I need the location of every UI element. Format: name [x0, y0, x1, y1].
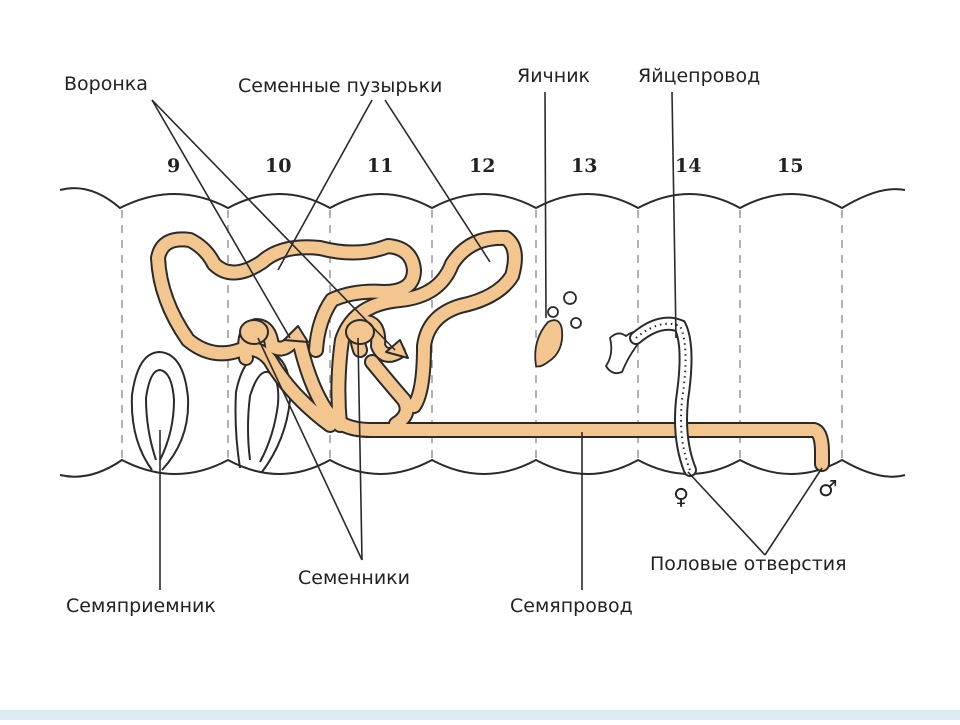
- labels: Воронка Семенные пузырьки Яичник Яйцепро…: [64, 65, 847, 617]
- leader-funnel: [151, 99, 291, 339]
- label-seminal-receptacle: Семяприемник: [66, 595, 216, 617]
- leader-lines: [151, 91, 823, 590]
- male-organs: [150, 229, 830, 472]
- ovary-group: [534, 291, 582, 368]
- segment-number: 12: [469, 155, 495, 177]
- leader-openings-male: [764, 467, 823, 556]
- leader-vesicle-right: [384, 99, 491, 263]
- testis-lobe-left: [239, 319, 269, 345]
- leader-testes-1: [257, 337, 363, 561]
- female-symbol: ♀: [673, 485, 689, 510]
- label-sperm-duct: Семяпровод: [510, 595, 633, 617]
- oviduct-dots: [635, 322, 691, 471]
- label-oviduct: Яйцепровод: [638, 65, 760, 87]
- segment-number: 14: [675, 155, 701, 177]
- egg-2: [563, 291, 577, 305]
- segment-number: 9: [167, 155, 180, 177]
- egg-3: [570, 317, 582, 329]
- oviduct-group: [604, 316, 697, 477]
- funnel-ducts: [366, 356, 413, 430]
- leader-funnel-2: [151, 99, 396, 351]
- label-testes: Семенники: [298, 567, 410, 589]
- seminal-receptacle-inner-2: [247, 370, 280, 463]
- segment-numbers: 9 10 11 12 13 14 15: [167, 155, 803, 177]
- segment-number: 15: [777, 155, 803, 177]
- seminal-receptacle-inner-1: [144, 368, 176, 461]
- oviduct-tube: [631, 318, 695, 475]
- label-seminal-vesicles: Семенные пузырьки: [238, 75, 442, 97]
- seminal-receptacles: [130, 350, 292, 473]
- sperm-duct: [294, 338, 828, 470]
- ovary: [534, 319, 564, 368]
- male-symbol: ♂: [818, 477, 838, 502]
- segment-number: 13: [571, 155, 597, 177]
- segment-number: 11: [367, 155, 393, 177]
- egg-1: [547, 306, 559, 318]
- leader-testes-2: [357, 337, 363, 561]
- testis-lobe-right: [345, 319, 375, 345]
- segment-number: 10: [265, 155, 291, 177]
- body-top-edge: [59, 187, 906, 210]
- bottom-strip: [0, 710, 960, 720]
- seminal-receptacle-outer-1: [130, 350, 190, 471]
- leader-vesicle-left: [277, 99, 373, 271]
- label-funnel: Воронка: [64, 73, 148, 95]
- label-genital-openings: Половые отверстия: [650, 553, 847, 575]
- leader-oviduct: [671, 91, 677, 339]
- body-bottom-edge: [59, 458, 906, 478]
- label-ovary: Яичник: [517, 65, 590, 87]
- leader-ovary: [544, 91, 547, 319]
- leader-openings-female: [687, 471, 766, 556]
- funnel-right: [385, 339, 409, 359]
